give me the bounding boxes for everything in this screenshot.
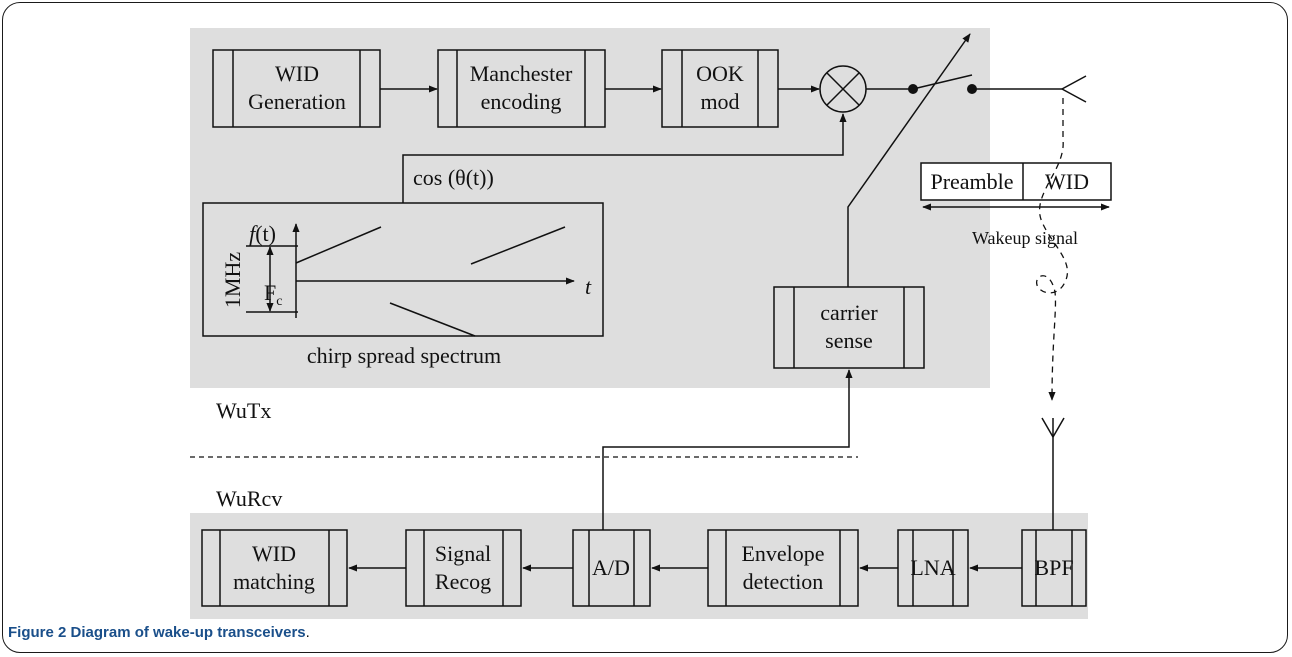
chirp-fc-label: Fc	[264, 280, 282, 309]
chirp-box	[202, 202, 604, 337]
chirp-t-label: t	[585, 274, 592, 299]
switch-blade	[912, 74, 973, 90]
wid-matching-line1: WID	[252, 541, 296, 566]
manchester-line1: Manchester	[470, 61, 573, 86]
chirp-f-label: f(t)	[249, 221, 276, 246]
envelope-line1: Envelope	[741, 541, 824, 566]
manchester-line2: encoding	[481, 89, 562, 114]
chirp-band-label: 1MHz	[220, 252, 245, 308]
mixer-symbol	[819, 65, 867, 113]
packet-preamble-label: Preamble	[930, 169, 1013, 194]
signal-recog-block: Signal Recog	[405, 529, 522, 607]
ad-to-carrier-sense-path	[602, 369, 853, 530]
wake-up-transceiver-diagram: WID Generation Manchester encoding OOK m…	[190, 28, 1112, 619]
wireless-link-dashed	[1036, 98, 1068, 401]
carrier-sense-block: carrier sense	[773, 286, 925, 369]
carrier-sense-line1: carrier	[820, 300, 878, 325]
wid-generation-line2: Generation	[248, 89, 346, 114]
figure-caption-label: Figure 2	[8, 624, 67, 641]
wid-matching-block: WID matching	[201, 529, 348, 607]
cos-signal-path	[402, 113, 847, 203]
wid-generation-line1: WID	[275, 61, 319, 86]
ook-line1: OOK	[696, 61, 744, 86]
wid-generation-block: WID Generation	[212, 49, 381, 128]
rx-antenna-icon	[1041, 417, 1065, 530]
manchester-encoding-block: Manchester encoding	[437, 49, 606, 128]
lna-block: LNA	[897, 529, 969, 607]
wid-matching-line2: matching	[233, 569, 315, 594]
ad-label: A/D	[592, 555, 630, 580]
figure-caption-end: .	[305, 624, 310, 641]
cos-label: cos (θ(t))	[413, 165, 494, 190]
envelope-line2: detection	[743, 569, 824, 594]
packet-wid-label: WID	[1045, 169, 1089, 194]
signal-recog-line1: Signal	[435, 541, 491, 566]
carrier-sense-line2: sense	[825, 328, 873, 353]
chirp-caption: chirp spread spectrum	[307, 343, 501, 368]
figure-caption-text: Diagram of wake-up transceivers	[70, 624, 306, 641]
carrier-sense-control-arrow	[847, 33, 971, 287]
ook-line2: mod	[700, 89, 739, 114]
wutx-label: WuTx	[216, 398, 271, 423]
lna-label: LNA	[910, 555, 955, 580]
signal-recog-line2: Recog	[435, 569, 491, 594]
figure-caption: Figure 2 Diagram of wake-up transceivers…	[8, 624, 908, 646]
wakeup-packet: Preamble WID Wakeup signal	[920, 162, 1112, 248]
tx-antenna-icon	[1061, 75, 1087, 103]
bpf-label: BPF	[1034, 555, 1073, 580]
wurcv-label: WuRcv	[216, 486, 282, 511]
packet-signal-label: Wakeup signal	[972, 228, 1078, 248]
